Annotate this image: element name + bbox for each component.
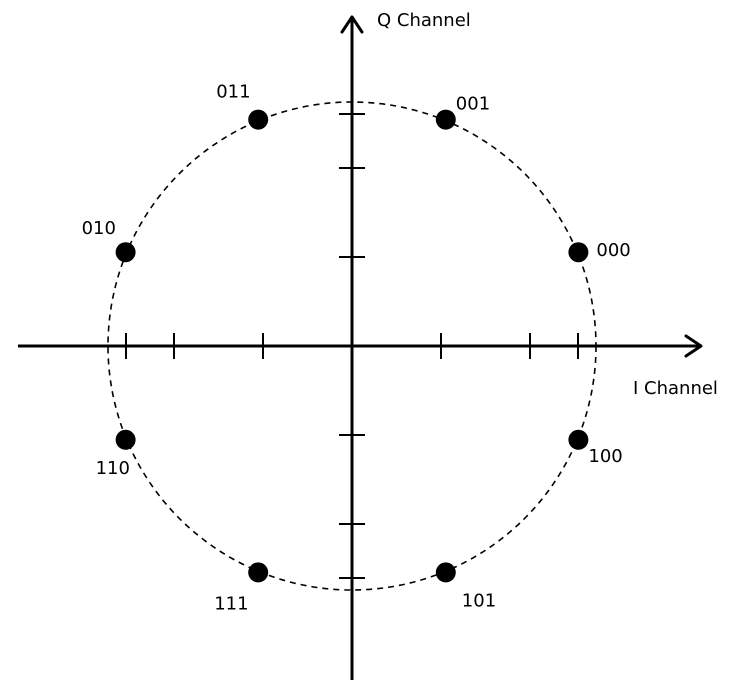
constellation-point-001 <box>435 109 456 130</box>
constellation-point-100 <box>568 429 589 450</box>
constellation-point-000 <box>568 242 589 263</box>
constellation-label-000: 000 <box>596 240 630 261</box>
constellation-label-110: 110 <box>96 458 130 479</box>
q-axis-arrow-icon <box>340 15 364 34</box>
axis-ticks <box>125 113 579 579</box>
constellation-point-010 <box>115 242 136 263</box>
constellation-point-101 <box>435 562 456 583</box>
constellation-point-111 <box>248 562 269 583</box>
constellation-point-110 <box>115 429 136 450</box>
constellation-label-001: 001 <box>456 94 490 115</box>
i-axis-arrow-icon <box>684 334 703 358</box>
q-axis-label: Q Channel <box>377 10 471 31</box>
constellation-label-010: 010 <box>82 218 116 239</box>
constellation-point-011 <box>248 109 269 130</box>
constellation-label-111: 111 <box>214 593 248 614</box>
constellation-label-101: 101 <box>462 590 496 611</box>
i-axis-label: I Channel <box>633 378 718 399</box>
constellation-symbols: 000 001 011 010 110 111 101 100 <box>82 82 631 615</box>
constellation-label-100: 100 <box>588 446 622 467</box>
constellation-label-011: 011 <box>216 82 250 103</box>
